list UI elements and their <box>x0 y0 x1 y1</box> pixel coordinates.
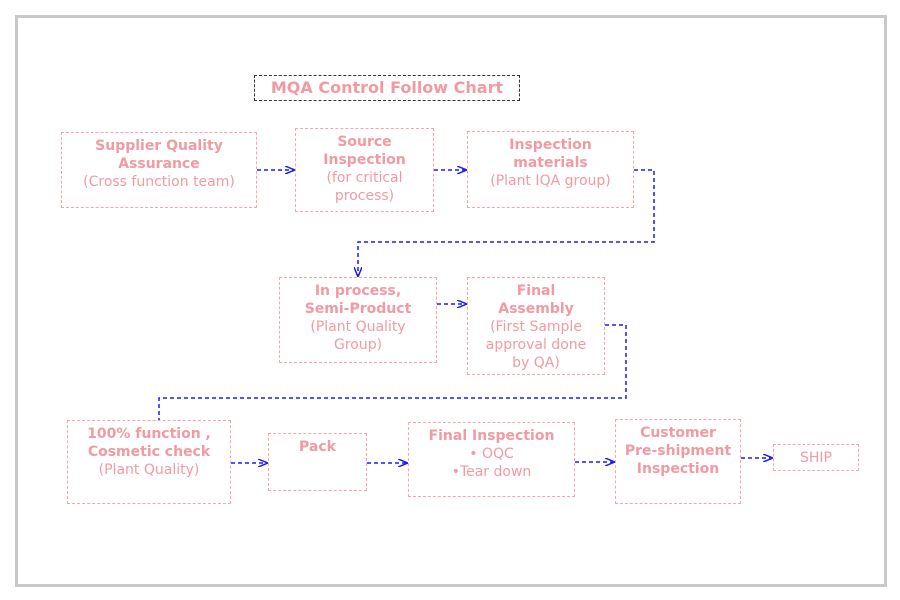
node-line: • OQC <box>469 446 514 462</box>
node-line: by QA) <box>512 355 560 371</box>
node-line: Supplier Quality <box>95 138 223 154</box>
node-line: process) <box>334 188 395 204</box>
node-function-cosmetic-check: 100% function , Cosmetic check (Plant Qu… <box>67 420 231 504</box>
node-line: Group) <box>333 337 383 353</box>
node-line: Semi-Product <box>304 301 412 317</box>
node-line: Cosmetic check <box>87 444 211 460</box>
diagram-frame <box>15 15 887 587</box>
node-line: approval done <box>485 337 587 353</box>
node-customer-pre-shipment-inspection: Customer Pre-shipment Inspection <box>615 419 741 504</box>
node-pack: Pack <box>268 433 367 491</box>
node-line: SHIP <box>800 449 832 466</box>
node-inspection-materials: Inspection materials (Plant IQA group) <box>467 131 634 208</box>
node-line: Assembly <box>498 301 574 317</box>
node-line: Source <box>337 134 392 150</box>
chart-title: MQA Control Follow Chart <box>254 75 520 101</box>
node-line: Inspection <box>509 137 592 153</box>
node-line: 100% function , <box>87 426 211 442</box>
node-line: materials <box>513 155 588 171</box>
node-ship: SHIP <box>773 444 859 471</box>
node-supplier-quality-assurance: Supplier Quality Assurance (Cross functi… <box>61 132 257 208</box>
node-line: Final <box>516 283 556 299</box>
node-line: Pre-shipment <box>624 443 732 459</box>
node-line: Final Inspection <box>428 428 555 444</box>
node-source-inspection: Source Inspection (for critical process) <box>295 128 434 212</box>
node-line: Assurance <box>118 156 200 172</box>
node-line: Inspection <box>323 152 406 168</box>
node-line: •Tear down <box>451 464 532 480</box>
node-in-process-semi-product: In process, Semi-Product (Plant Quality … <box>279 277 437 363</box>
node-line: (Plant IQA group) <box>490 173 611 189</box>
node-line: (Cross function team) <box>83 174 235 190</box>
node-line: Pack <box>299 439 336 455</box>
node-final-assembly: Final Assembly (First Sample approval do… <box>467 277 605 375</box>
node-line: Customer <box>640 425 716 441</box>
node-line: Inspection <box>636 461 720 477</box>
node-line: (First Sample <box>490 319 582 335</box>
node-line: (for critical <box>326 170 403 186</box>
node-line: In process, <box>314 283 402 299</box>
node-line: (Plant Quality <box>310 319 406 335</box>
node-line: (Plant Quality) <box>98 462 200 478</box>
node-final-inspection: Final Inspection • OQC •Tear down <box>408 422 575 497</box>
